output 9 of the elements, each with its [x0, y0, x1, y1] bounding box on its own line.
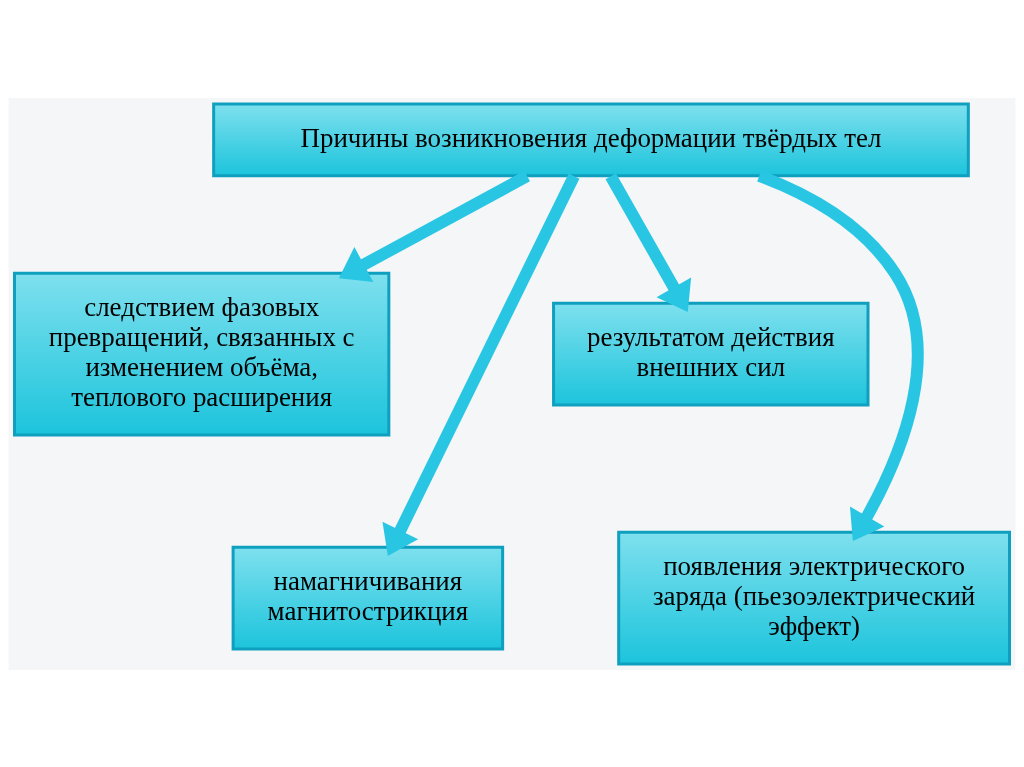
node-box: намагничивания магнитострикция	[231, 545, 505, 651]
arrow	[605, 172, 692, 312]
arrow	[338, 170, 530, 282]
arrow	[382, 172, 580, 556]
arrow	[757, 169, 924, 541]
node-box: Причины возникновения деформации твёрдых тел	[212, 102, 970, 177]
node-box: появления электрического заряда (пьезоэлектрический эффект)	[617, 530, 1011, 665]
node-box: следствием фазовых превращений, связанных с изменением объёма, теплового расширения	[13, 271, 391, 436]
node-box: результатом действия внешних сил	[552, 301, 870, 406]
